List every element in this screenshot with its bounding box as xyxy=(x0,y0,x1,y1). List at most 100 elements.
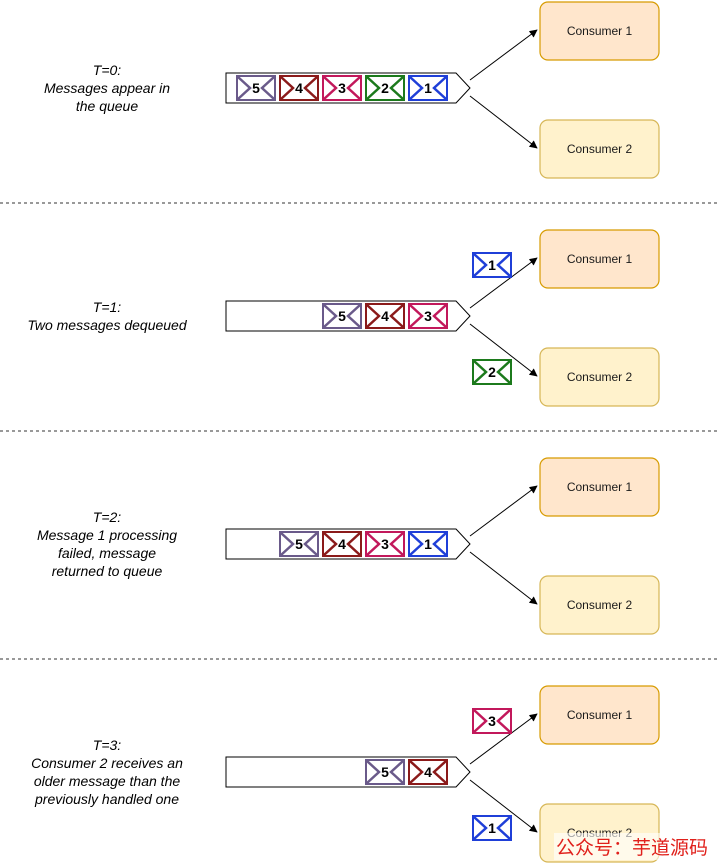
delivery-arrow xyxy=(469,257,538,309)
envelope-icon xyxy=(472,708,512,734)
envelope-flap-right xyxy=(260,76,275,100)
caption-line: T=2: xyxy=(93,509,122,525)
delivery-arrow xyxy=(469,551,538,605)
message-number: 1 xyxy=(488,820,496,836)
message-envelope: 1 xyxy=(472,252,512,278)
consumer-label: Consumer 2 xyxy=(567,598,633,612)
envelope-flap-left xyxy=(323,532,338,556)
envelope-flap-left xyxy=(409,304,424,328)
message-envelope: 5 xyxy=(236,75,276,101)
envelope-flap-left xyxy=(473,816,488,840)
consumer-box xyxy=(539,685,660,745)
delivery-arrow xyxy=(469,29,538,81)
envelope-flap-right xyxy=(432,532,447,556)
envelope-icon xyxy=(236,75,276,101)
envelope-flap-right xyxy=(389,304,404,328)
envelope-icon xyxy=(322,303,362,329)
message-envelope: 4 xyxy=(408,759,448,785)
envelope-flap-right xyxy=(496,360,511,384)
consumer-label: Consumer 1 xyxy=(567,480,633,494)
message-number: 4 xyxy=(381,308,389,324)
envelope-icon xyxy=(279,75,319,101)
delivery-arrow xyxy=(469,95,538,149)
delivery-arrow xyxy=(469,779,538,833)
caption-line: returned to queue xyxy=(52,563,163,579)
envelope-flap-right xyxy=(346,76,361,100)
envelope-flap-right xyxy=(432,76,447,100)
envelope-icon xyxy=(322,531,362,557)
message-envelope: 3 xyxy=(322,75,362,101)
envelope-flap-left xyxy=(280,76,295,100)
consumer-label: Consumer 1 xyxy=(567,252,633,266)
envelope-flap-left xyxy=(366,304,381,328)
envelope-flap-right xyxy=(496,709,511,733)
message-envelope: 5 xyxy=(279,531,319,557)
message-number: 3 xyxy=(424,308,432,324)
message-envelope: 3 xyxy=(365,531,405,557)
message-envelope: 4 xyxy=(365,303,405,329)
consumer-box xyxy=(539,229,660,289)
message-envelope: 3 xyxy=(472,708,512,734)
caption-line: T=3: xyxy=(93,737,122,753)
message-envelope: 1 xyxy=(408,531,448,557)
timestep-caption: T=1:Two messages dequeued xyxy=(27,299,187,333)
envelope-flap-right xyxy=(303,76,318,100)
message-number: 3 xyxy=(338,80,346,96)
consumer-box xyxy=(539,347,660,407)
message-envelope: 2 xyxy=(365,75,405,101)
consumer-label: Consumer 2 xyxy=(567,370,633,384)
envelope-flap-left xyxy=(366,760,381,784)
envelope-flap-right xyxy=(303,532,318,556)
envelope-icon xyxy=(408,303,448,329)
envelope-flap-right xyxy=(389,76,404,100)
delivery-arrow xyxy=(469,485,538,537)
caption-line: older message than the xyxy=(34,773,181,789)
message-number: 3 xyxy=(488,713,496,729)
envelope-flap-right xyxy=(346,532,361,556)
envelope-icon xyxy=(472,359,512,385)
envelope-flap-left xyxy=(473,253,488,277)
timestep-panel: T=1:Two messages dequeued 5 4 3 Consumer 1 1C… xyxy=(27,229,660,407)
consumer-label: Consumer 2 xyxy=(567,142,633,156)
consumer-label: Consumer 1 xyxy=(567,708,633,722)
envelope-icon xyxy=(408,531,448,557)
panel-separators xyxy=(0,202,720,660)
message-number: 5 xyxy=(338,308,346,324)
message-number: 5 xyxy=(252,80,260,96)
message-number: 4 xyxy=(424,764,432,780)
envelope-flap-left xyxy=(366,532,381,556)
consumer-box xyxy=(539,1,660,61)
envelope-flap-left xyxy=(409,76,424,100)
timestep-panel: T=3: Consumer 2 receives an older message … xyxy=(31,685,660,863)
envelope-icon xyxy=(365,303,405,329)
message-number: 4 xyxy=(295,80,303,96)
envelope-flap-right xyxy=(432,304,447,328)
envelope-flap-left xyxy=(409,532,424,556)
envelope-flap-left xyxy=(323,304,338,328)
message-number: 2 xyxy=(488,364,496,380)
timestep-caption: T=3: Consumer 2 receives an older message … xyxy=(31,737,183,807)
caption-line: previously handled one xyxy=(34,791,179,807)
envelope-icon xyxy=(408,759,448,785)
message-envelope: 5 xyxy=(365,759,405,785)
envelope-flap-right xyxy=(389,532,404,556)
message-envelope: 1 xyxy=(472,815,512,841)
message-envelope: 4 xyxy=(279,75,319,101)
message-number: 5 xyxy=(295,536,303,552)
message-number: 3 xyxy=(381,536,389,552)
envelope-flap-right xyxy=(496,253,511,277)
caption-line: Two messages dequeued xyxy=(27,317,187,333)
delivery-arrow xyxy=(469,323,538,377)
watermark: 公众号：芋道源码 xyxy=(553,833,710,860)
consumer-box xyxy=(539,457,660,517)
envelope-flap-right xyxy=(432,760,447,784)
caption-line: Consumer 2 receives an xyxy=(31,755,183,771)
envelope-flap-left xyxy=(366,76,381,100)
consumer-box xyxy=(539,119,660,179)
envelope-flap-left xyxy=(409,760,424,784)
envelope-icon xyxy=(279,531,319,557)
